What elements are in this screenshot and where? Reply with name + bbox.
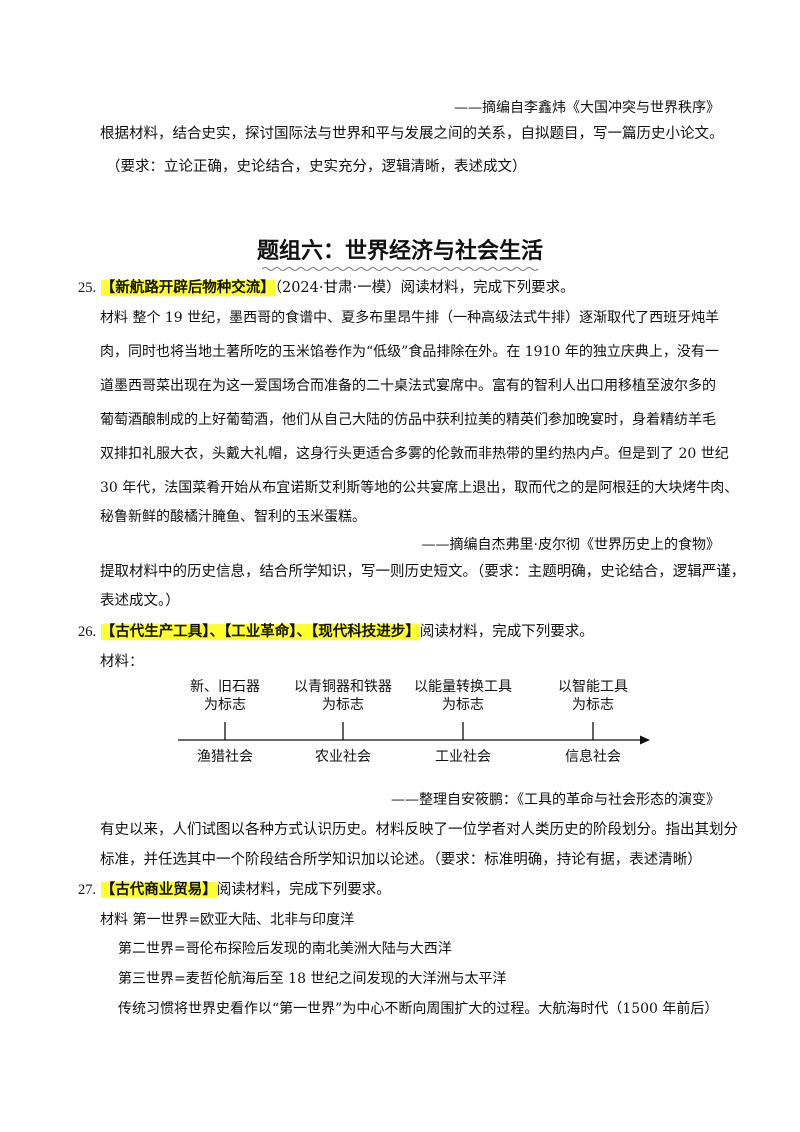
- tool-timeline-diagram: 新、旧石器为标志 以青铜器和铁器为标志 以能量转换工具为标志 以智能工具为标志 …: [150, 672, 670, 772]
- question-prompt: （2024·甘肃·一模）阅读材料，完成下列要求。: [274, 280, 575, 296]
- question-27-header: 27. 【古代商业贸易】阅读材料，完成下列要求。: [78, 880, 391, 900]
- material-line: 肉，同时也将当地土著所吃的玉米馅卷作为“低级”食品排除在外。在 1910 年的独…: [100, 344, 719, 360]
- material-line: 30 年代，法国菜肴开始从布宜诺斯艾利斯等地的公共宴席上退出，取而代之的是阿根廷…: [100, 480, 739, 496]
- section-title: 题组六：世界经济与社会生活: [256, 239, 543, 264]
- timeline-bottom-label: 渔猎社会: [197, 749, 253, 765]
- question-prompt: 阅读材料，完成下列要求。: [419, 624, 594, 640]
- question-prompt: 阅读材料，完成下列要求。: [216, 882, 391, 898]
- task-text: 提取材料中的历史信息，结合所学知识，写一则历史短文。（要求：主题明确，史论结合，…: [100, 564, 746, 580]
- material-line: 葡萄酒酿制成的上好葡萄酒，他们从自己大陆的仿品中获利拉美的精英们参加晚宴时，身着…: [100, 412, 716, 428]
- task-text: 根据材料，结合史实，探讨国际法与世界和平与发展之间的关系，自拟题目，写一篇历史小…: [100, 126, 724, 142]
- topic-tag: 【新航路开辟后物种交流】: [100, 280, 275, 296]
- timeline-top-label: 以智能工具为标志: [558, 679, 628, 713]
- source-citation: ——摘编自杰弗里·皮尔彻《世界历史上的食物》: [421, 537, 720, 553]
- material-line: 第三世界=麦哲伦航海后至 18 世纪之间发现的大洋洲与太平洋: [118, 971, 507, 987]
- question-number: 26.: [78, 624, 97, 640]
- source-citation: ——摘编自李鑫炜《大国冲突与世界秩序》: [454, 100, 720, 116]
- timeline-axis: [178, 722, 650, 745]
- timeline-top-label: 以能量转换工具为标志: [414, 679, 512, 713]
- material-line: 双排扣礼服大衣，头戴大礼帽，这身行头更适合多雾的伦敦而非热带的里约热内卢。但是到…: [100, 446, 729, 462]
- task-text: 表述成文。）: [100, 593, 180, 609]
- material-label: 材料：: [100, 654, 144, 670]
- material-line: 道墨西哥菜出现在为这一爱国场合而准备的二十桌法式宴席中。富有的智利人出口用移植至…: [100, 378, 716, 394]
- source-citation: ——整理自安筱鹏：《工具的革命与社会形态的演变》: [391, 792, 720, 808]
- material-line: 秘鲁新鲜的酸橘汁腌鱼、智利的玉米蛋糕。: [100, 509, 366, 525]
- question-26-header: 26. 【古代生产工具】、【工业革命】、【现代科技进步】阅读材料，完成下列要求。: [78, 622, 594, 642]
- task-text: 有史以来，人们试图以各种方式认识历史。材料反映了一位学者对人类历史的阶段划分。指…: [100, 822, 738, 838]
- material-line: 传统习惯将世界史看作以“第一世界”为中心不断向周围扩大的过程。大航海时代（150…: [118, 1001, 719, 1017]
- material-line: 材料 整个 19 世纪，墨西哥的食谱中、夏多布里昂牛排（一种高级法式牛排）逐渐取…: [100, 310, 720, 326]
- timeline-bottom-label: 信息社会: [565, 749, 621, 765]
- task-text: 标准，并任选其中一个阶段结合所学知识加以论述。（要求：标准明确，持论有据，表述清…: [100, 852, 702, 868]
- question-25-header: 25. 【新航路开辟后物种交流】（2024·甘肃·一模）阅读材料，完成下列要求。: [78, 278, 575, 298]
- question-number: 25.: [78, 280, 97, 296]
- wavy-underline: [262, 267, 539, 271]
- timeline-bottom-label: 工业社会: [435, 749, 491, 765]
- timeline-top-label: 以青铜器和铁器为标志: [294, 679, 392, 713]
- timeline-top-label: 新、旧石器为标志: [190, 679, 260, 713]
- question-number: 27.: [78, 882, 97, 898]
- requirement-text: （要求：立论正确，史论结合，史实充分，逻辑清晰，表述成文）: [106, 159, 527, 175]
- topic-tag: 【古代生产工具】、【工业革命】、【现代科技进步】: [100, 624, 420, 640]
- material-line: 第二世界=哥伦布探险后发现的南北美洲大陆与大西洋: [118, 941, 452, 957]
- material-line: 材料 第一世界=欧亚大陆、北非与印度洋: [100, 912, 355, 928]
- topic-tag: 【古代商业贸易】: [100, 882, 217, 898]
- timeline-bottom-label: 农业社会: [315, 749, 371, 765]
